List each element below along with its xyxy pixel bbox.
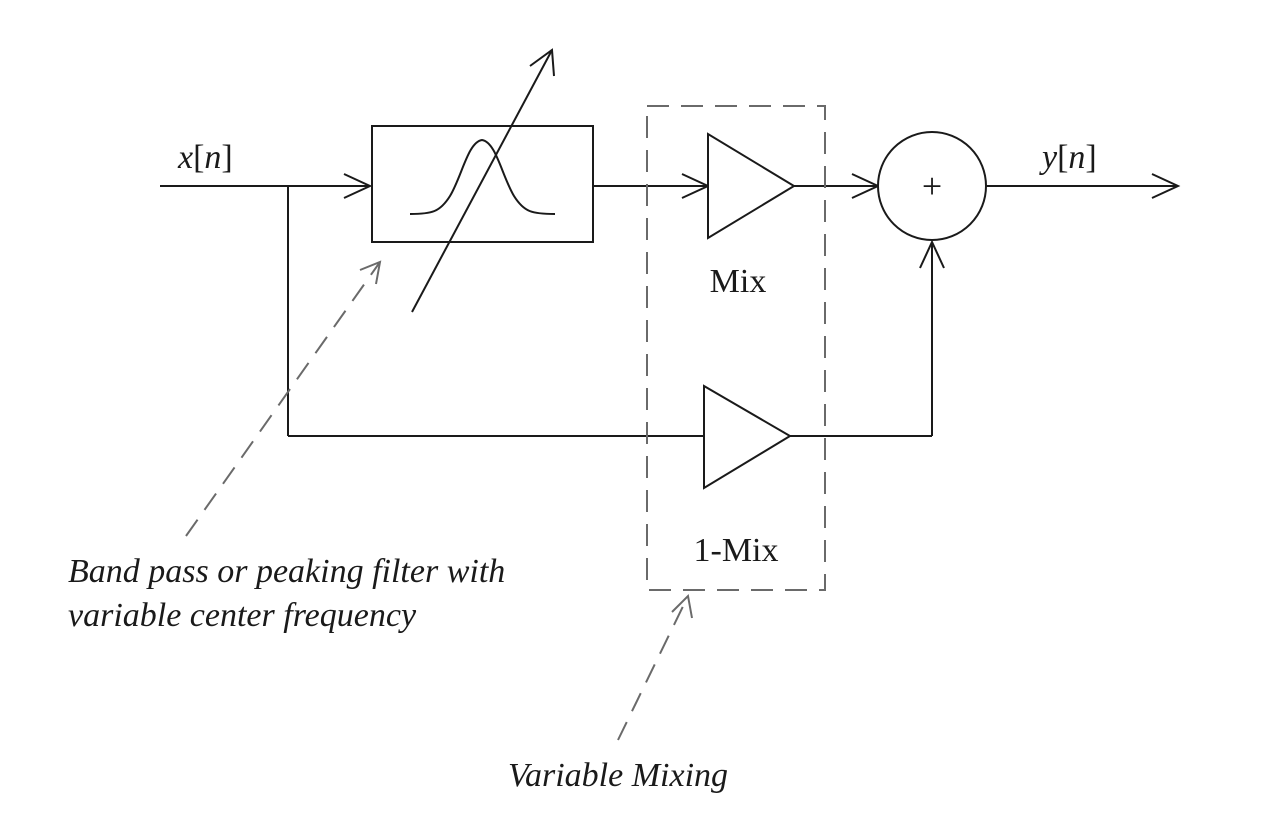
output-bracket-open: [ [1057, 139, 1068, 176]
input-signal-label: x[n] [177, 139, 233, 176]
input-bracket-open: [ [193, 139, 204, 176]
output-signal-var: y [1039, 139, 1058, 176]
summing-symbol: + [922, 166, 942, 206]
variable-adjust-arrowhead [529, 48, 555, 77]
input-arrowhead [343, 173, 373, 199]
mixing-annotation: Variable Mixing [508, 757, 728, 794]
filter-annotation-arrowhead [359, 260, 382, 285]
filter-annotation-line-1: Band pass or peaking filter with [68, 553, 505, 590]
one-minus-mix-gain-label: 1-Mix [694, 532, 779, 569]
bandpass-filter-block [371, 125, 594, 243]
mix-gain-label: Mix [710, 263, 767, 300]
one-minus-mix-gain-amplifier [703, 384, 792, 490]
input-bracket-close: ] [221, 139, 232, 176]
output-signal-index: n [1068, 139, 1085, 176]
filter-annotation-line-2: variable center frequency [68, 597, 417, 634]
output-arrowhead [1151, 173, 1181, 199]
filter-annotation-pointer [185, 261, 381, 537]
mix-gain-amplifier [707, 132, 796, 240]
mixing-annotation-arrowhead [671, 593, 693, 619]
input-signal-var: x [177, 139, 193, 176]
mixing-annotation-pointer [617, 595, 689, 741]
output-bracket-close: ] [1085, 139, 1096, 176]
bandpass-response-curve [409, 138, 556, 215]
output-signal-label: y[n] [1039, 139, 1097, 176]
one-minus-mix-arrowhead [919, 239, 945, 269]
variable-adjust-line [411, 49, 553, 313]
variable-mixing-group [646, 105, 826, 591]
input-signal-index: n [204, 139, 221, 176]
